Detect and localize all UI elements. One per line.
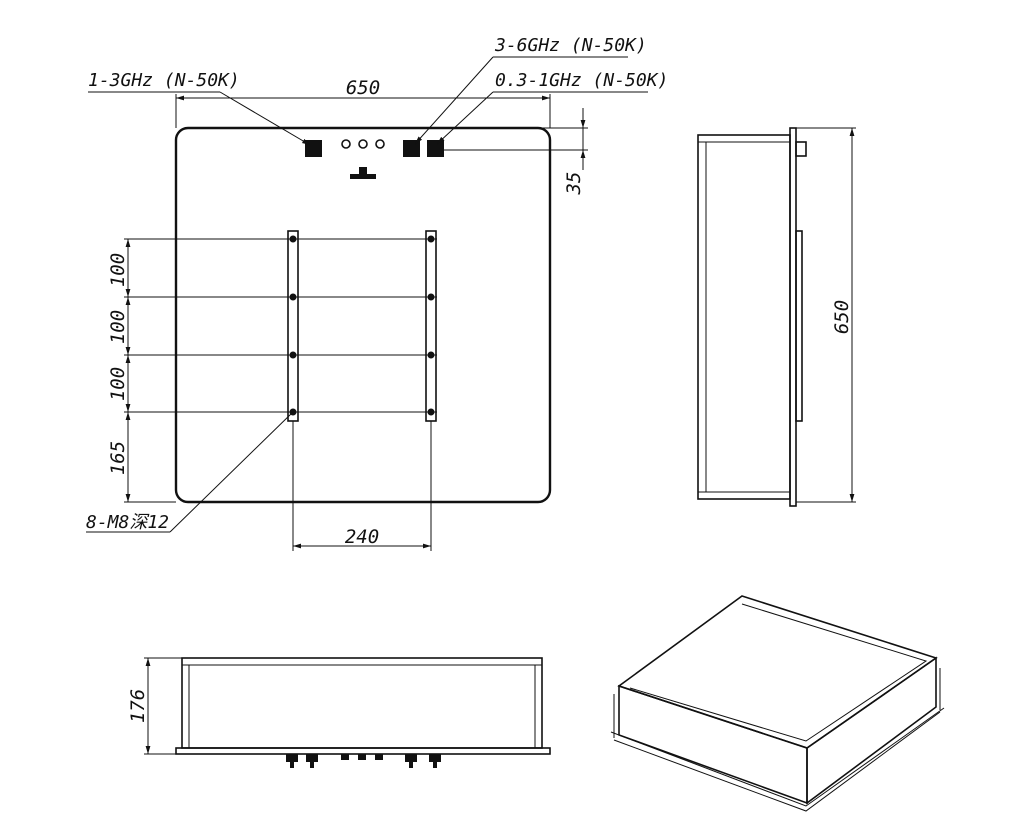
connector-leaders — [88, 56, 648, 146]
connector-1-3ghz — [305, 140, 322, 157]
isometric-view — [610, 595, 945, 812]
top-view: 176 — [127, 657, 551, 768]
connector-0.3-1ghz — [427, 140, 444, 157]
front-view: 100 100 100 165 650 35 240 — [86, 35, 668, 551]
label-0.3-1ghz: 0.3-1GHz (N-50K) — [495, 70, 668, 91]
depth-dimension — [144, 657, 182, 755]
hole-extension-lines — [124, 238, 437, 503]
label-mounting-holes: 8-M8深12 — [86, 512, 169, 533]
top-body — [181, 657, 543, 749]
dim-offset-top: 35 — [563, 172, 585, 196]
dim-bottom-gap: 165 — [107, 441, 129, 475]
front-panel — [174, 126, 552, 504]
ground-terminal — [350, 167, 376, 179]
bottom-connectors — [286, 754, 441, 768]
dim-spacing-1: 100 — [107, 253, 129, 287]
side-body — [697, 134, 791, 500]
iso-right-face — [806, 656, 937, 805]
mounting-holes — [289, 235, 435, 416]
mounting-rail-right — [425, 230, 437, 422]
dim-width: 650 — [346, 77, 380, 99]
label-1-3ghz: 1-3GHz (N-50K) — [88, 70, 240, 91]
mounting-hole-leader — [86, 411, 294, 533]
height-dimension — [796, 127, 856, 503]
side-view: 650 — [697, 127, 856, 507]
iso-front-face — [618, 684, 808, 805]
top-flange — [175, 747, 551, 755]
iso-flange — [610, 707, 945, 812]
rail-spacing-dimension — [292, 421, 432, 551]
dim-height: 650 — [831, 300, 853, 334]
side-flange — [789, 127, 797, 507]
mounting-rail-left — [287, 230, 299, 422]
dim-rail-spacing: 240 — [345, 526, 379, 548]
indicator-led — [341, 139, 351, 149]
label-3-6ghz: 3-6GHz (N-50K) — [494, 35, 647, 56]
dim-depth: 176 — [127, 689, 149, 723]
dim-spacing-2: 100 — [107, 310, 129, 344]
side-rail — [795, 230, 803, 422]
indicator-led — [358, 139, 368, 149]
offset-dimension — [440, 108, 588, 170]
indicator-led — [375, 139, 385, 149]
side-connector — [795, 141, 807, 157]
iso-top-face — [617, 595, 938, 749]
connector-3-6ghz — [403, 140, 420, 157]
width-dimension — [175, 94, 551, 128]
dim-spacing-3: 100 — [107, 367, 129, 401]
